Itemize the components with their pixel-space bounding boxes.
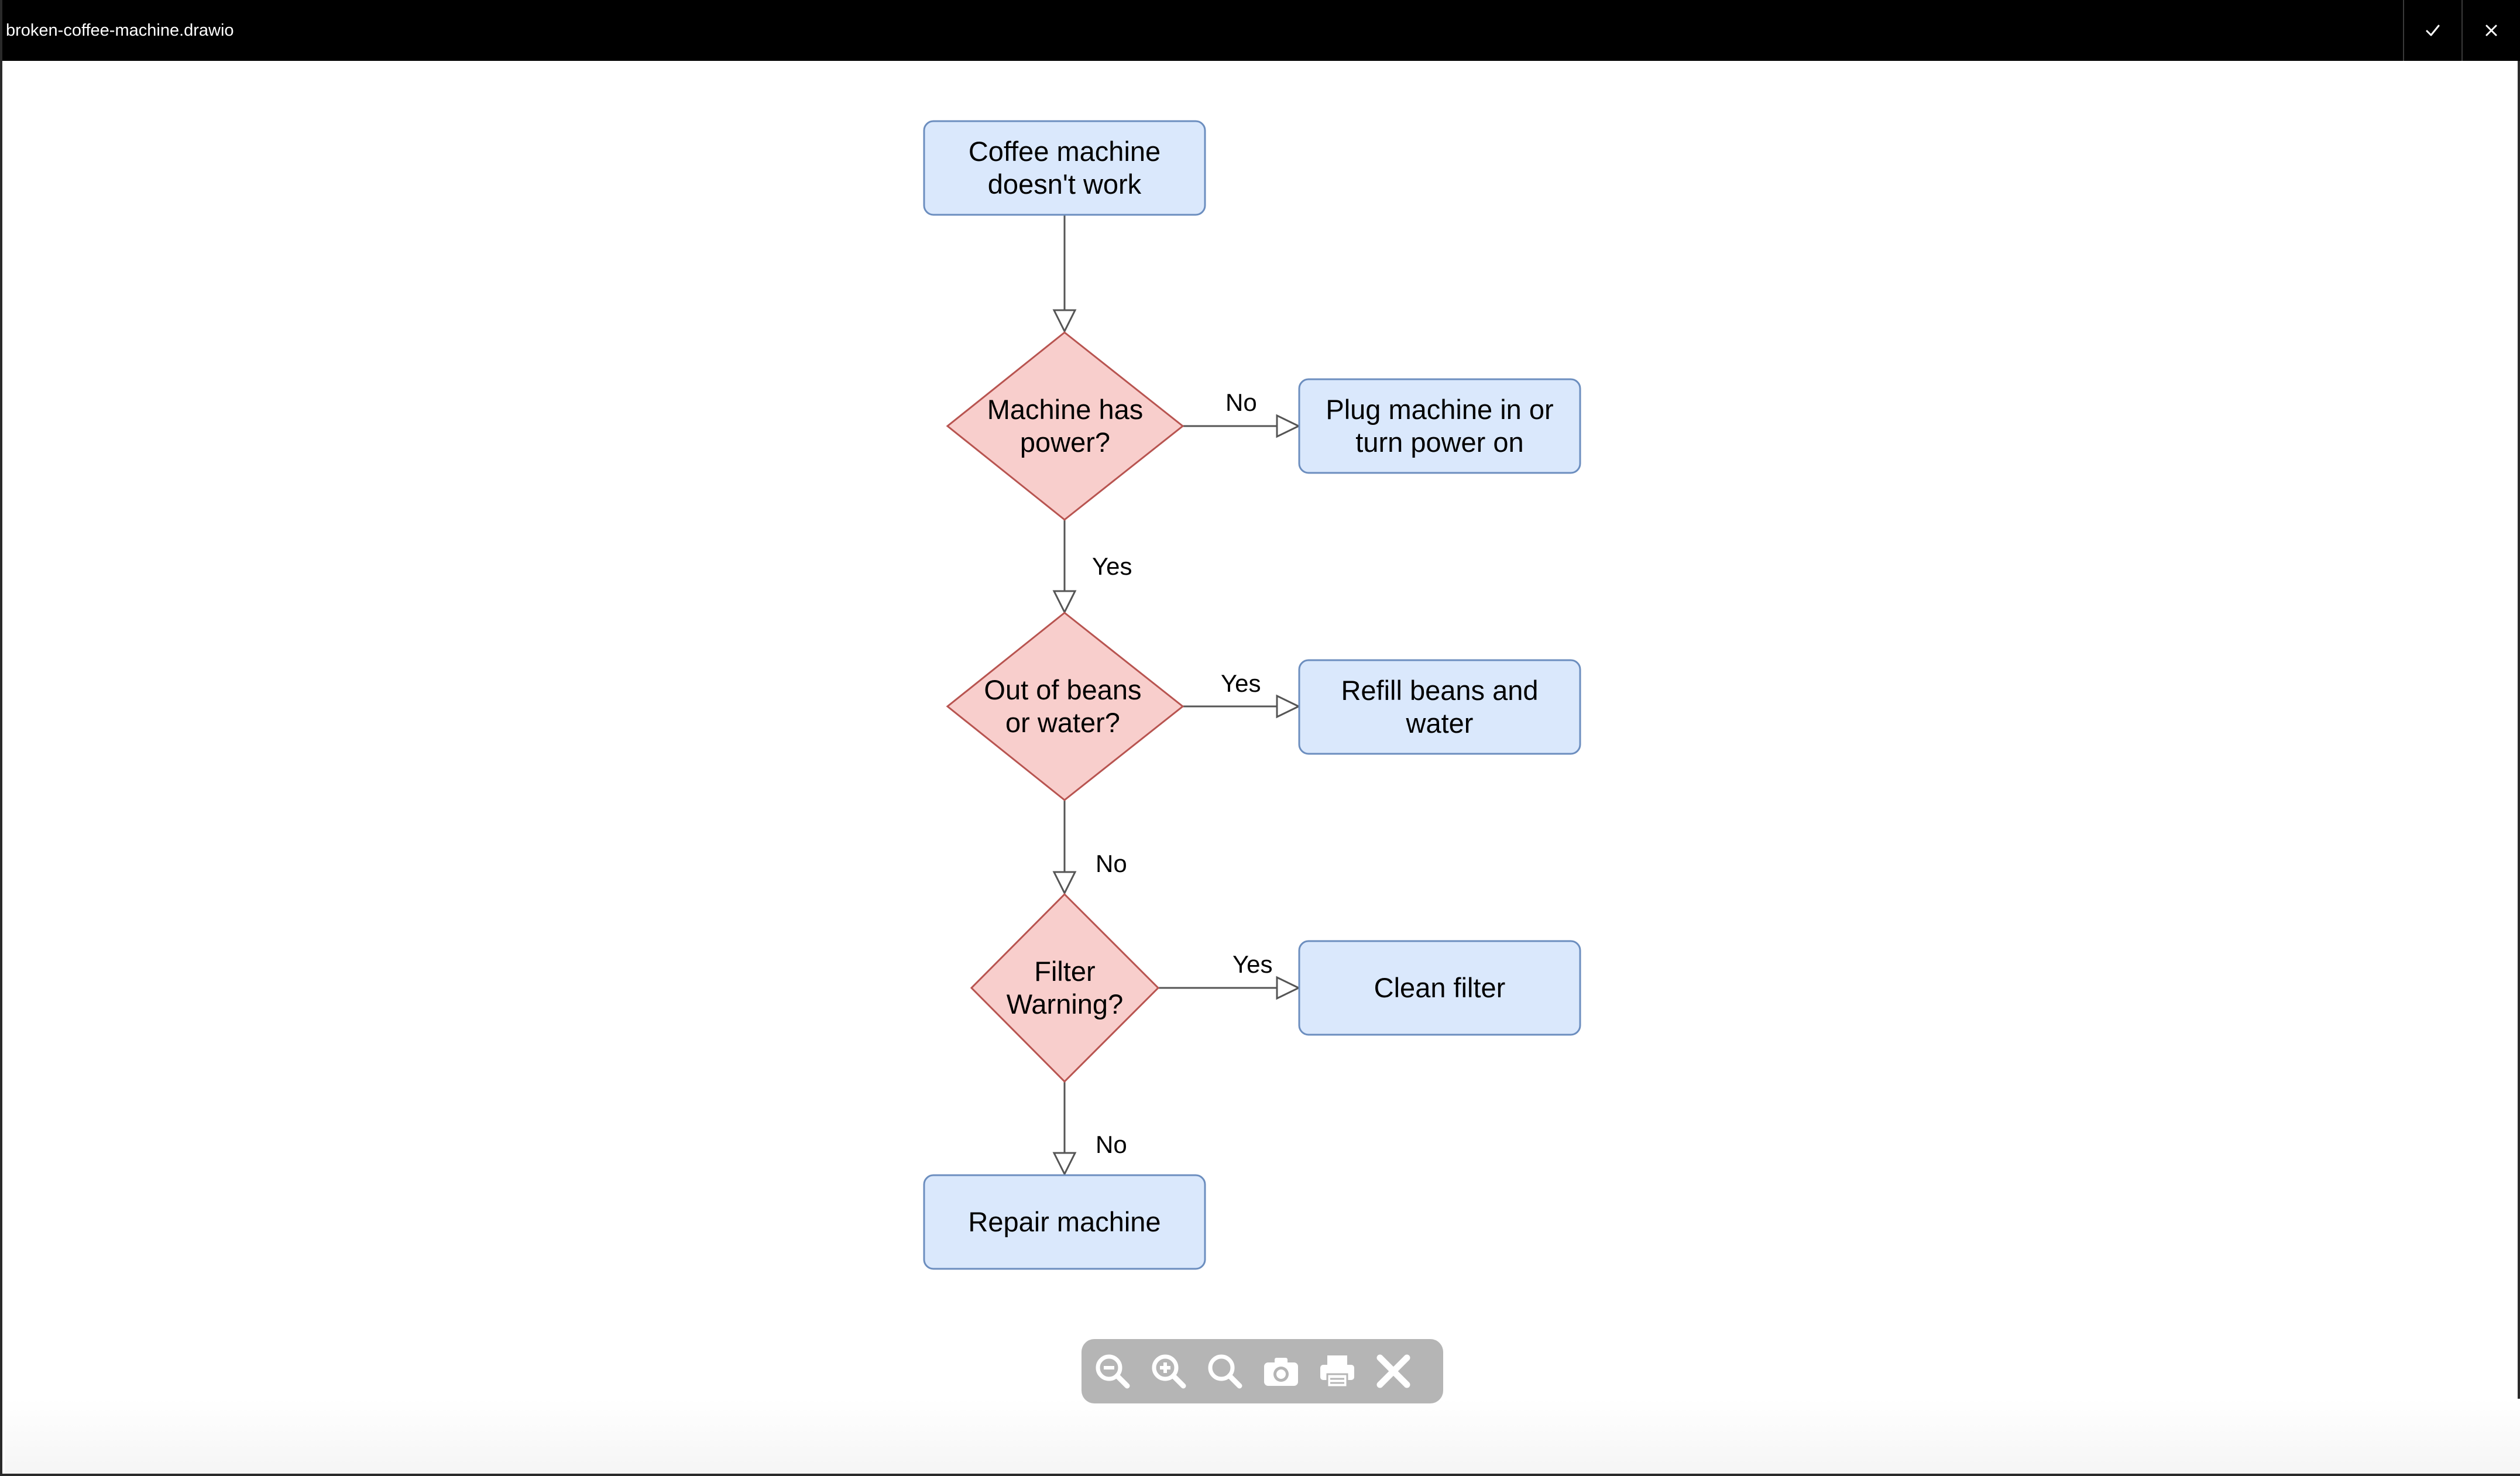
canvas-bottom-shade <box>5 1399 2520 1474</box>
node-refill-shape[interactable] <box>1298 659 1581 755</box>
zoom-fit-icon <box>1208 1354 1242 1389</box>
edge-label-filter-yes: Yes <box>1232 950 1273 978</box>
arrowhead-icon <box>1052 309 1077 334</box>
zoom-out-button[interactable] <box>1087 1346 1138 1396</box>
arrowhead-icon <box>1276 414 1301 438</box>
connectors <box>1052 215 1301 1176</box>
title-bar: broken-coffee-machine.drawio <box>2 0 2520 61</box>
process-shapes <box>923 120 1581 1270</box>
zoom-in-button[interactable] <box>1144 1346 1194 1396</box>
print-icon <box>1320 1355 1354 1388</box>
arrowhead-icon <box>1052 871 1077 895</box>
edge-label-beans-yes: Yes <box>1221 670 1261 697</box>
node-start-shape[interactable] <box>923 120 1206 216</box>
node-plug-in-shape[interactable] <box>1298 378 1581 474</box>
edge-label-filter-no: No <box>1096 1131 1127 1158</box>
close-icon <box>1376 1354 1410 1388</box>
arrowhead-icon <box>1052 1152 1077 1176</box>
accept-button[interactable] <box>2404 0 2461 61</box>
viewer-toolbar <box>1082 1339 1443 1403</box>
checkmark-icon <box>2426 25 2440 36</box>
zoom-fit-button[interactable] <box>1200 1346 1250 1396</box>
window-title: broken-coffee-machine.drawio <box>6 21 234 40</box>
edge-label-beans-no: No <box>1096 850 1127 877</box>
title-bar-divider <box>2403 0 2404 61</box>
node-filter-warning-shape[interactable] <box>970 893 1160 1083</box>
edge-label-power-no: No <box>1225 389 1257 416</box>
arrowhead-icon <box>1276 694 1301 719</box>
node-clean-filter-shape[interactable] <box>1298 940 1581 1036</box>
zoom-in-icon <box>1152 1354 1186 1389</box>
screenshot-button[interactable] <box>1256 1346 1306 1396</box>
decision-shapes <box>946 331 1185 1083</box>
arrowhead-icon <box>1276 976 1301 1000</box>
node-repair-shape[interactable] <box>923 1174 1206 1270</box>
print-button[interactable] <box>1312 1346 1362 1396</box>
close-window-button[interactable] <box>2463 0 2520 61</box>
close-icon <box>2485 25 2497 36</box>
title-bar-divider <box>2461 0 2463 61</box>
edge-label-power-yes: Yes <box>1092 552 1132 580</box>
node-has-power-shape[interactable] <box>946 331 1185 521</box>
zoom-out-icon <box>1096 1354 1130 1389</box>
camera-icon <box>1264 1358 1298 1386</box>
close-viewer-button[interactable] <box>1368 1346 1419 1396</box>
arrowhead-icon <box>1052 590 1077 615</box>
node-out-of-beans-shape[interactable] <box>946 612 1185 801</box>
